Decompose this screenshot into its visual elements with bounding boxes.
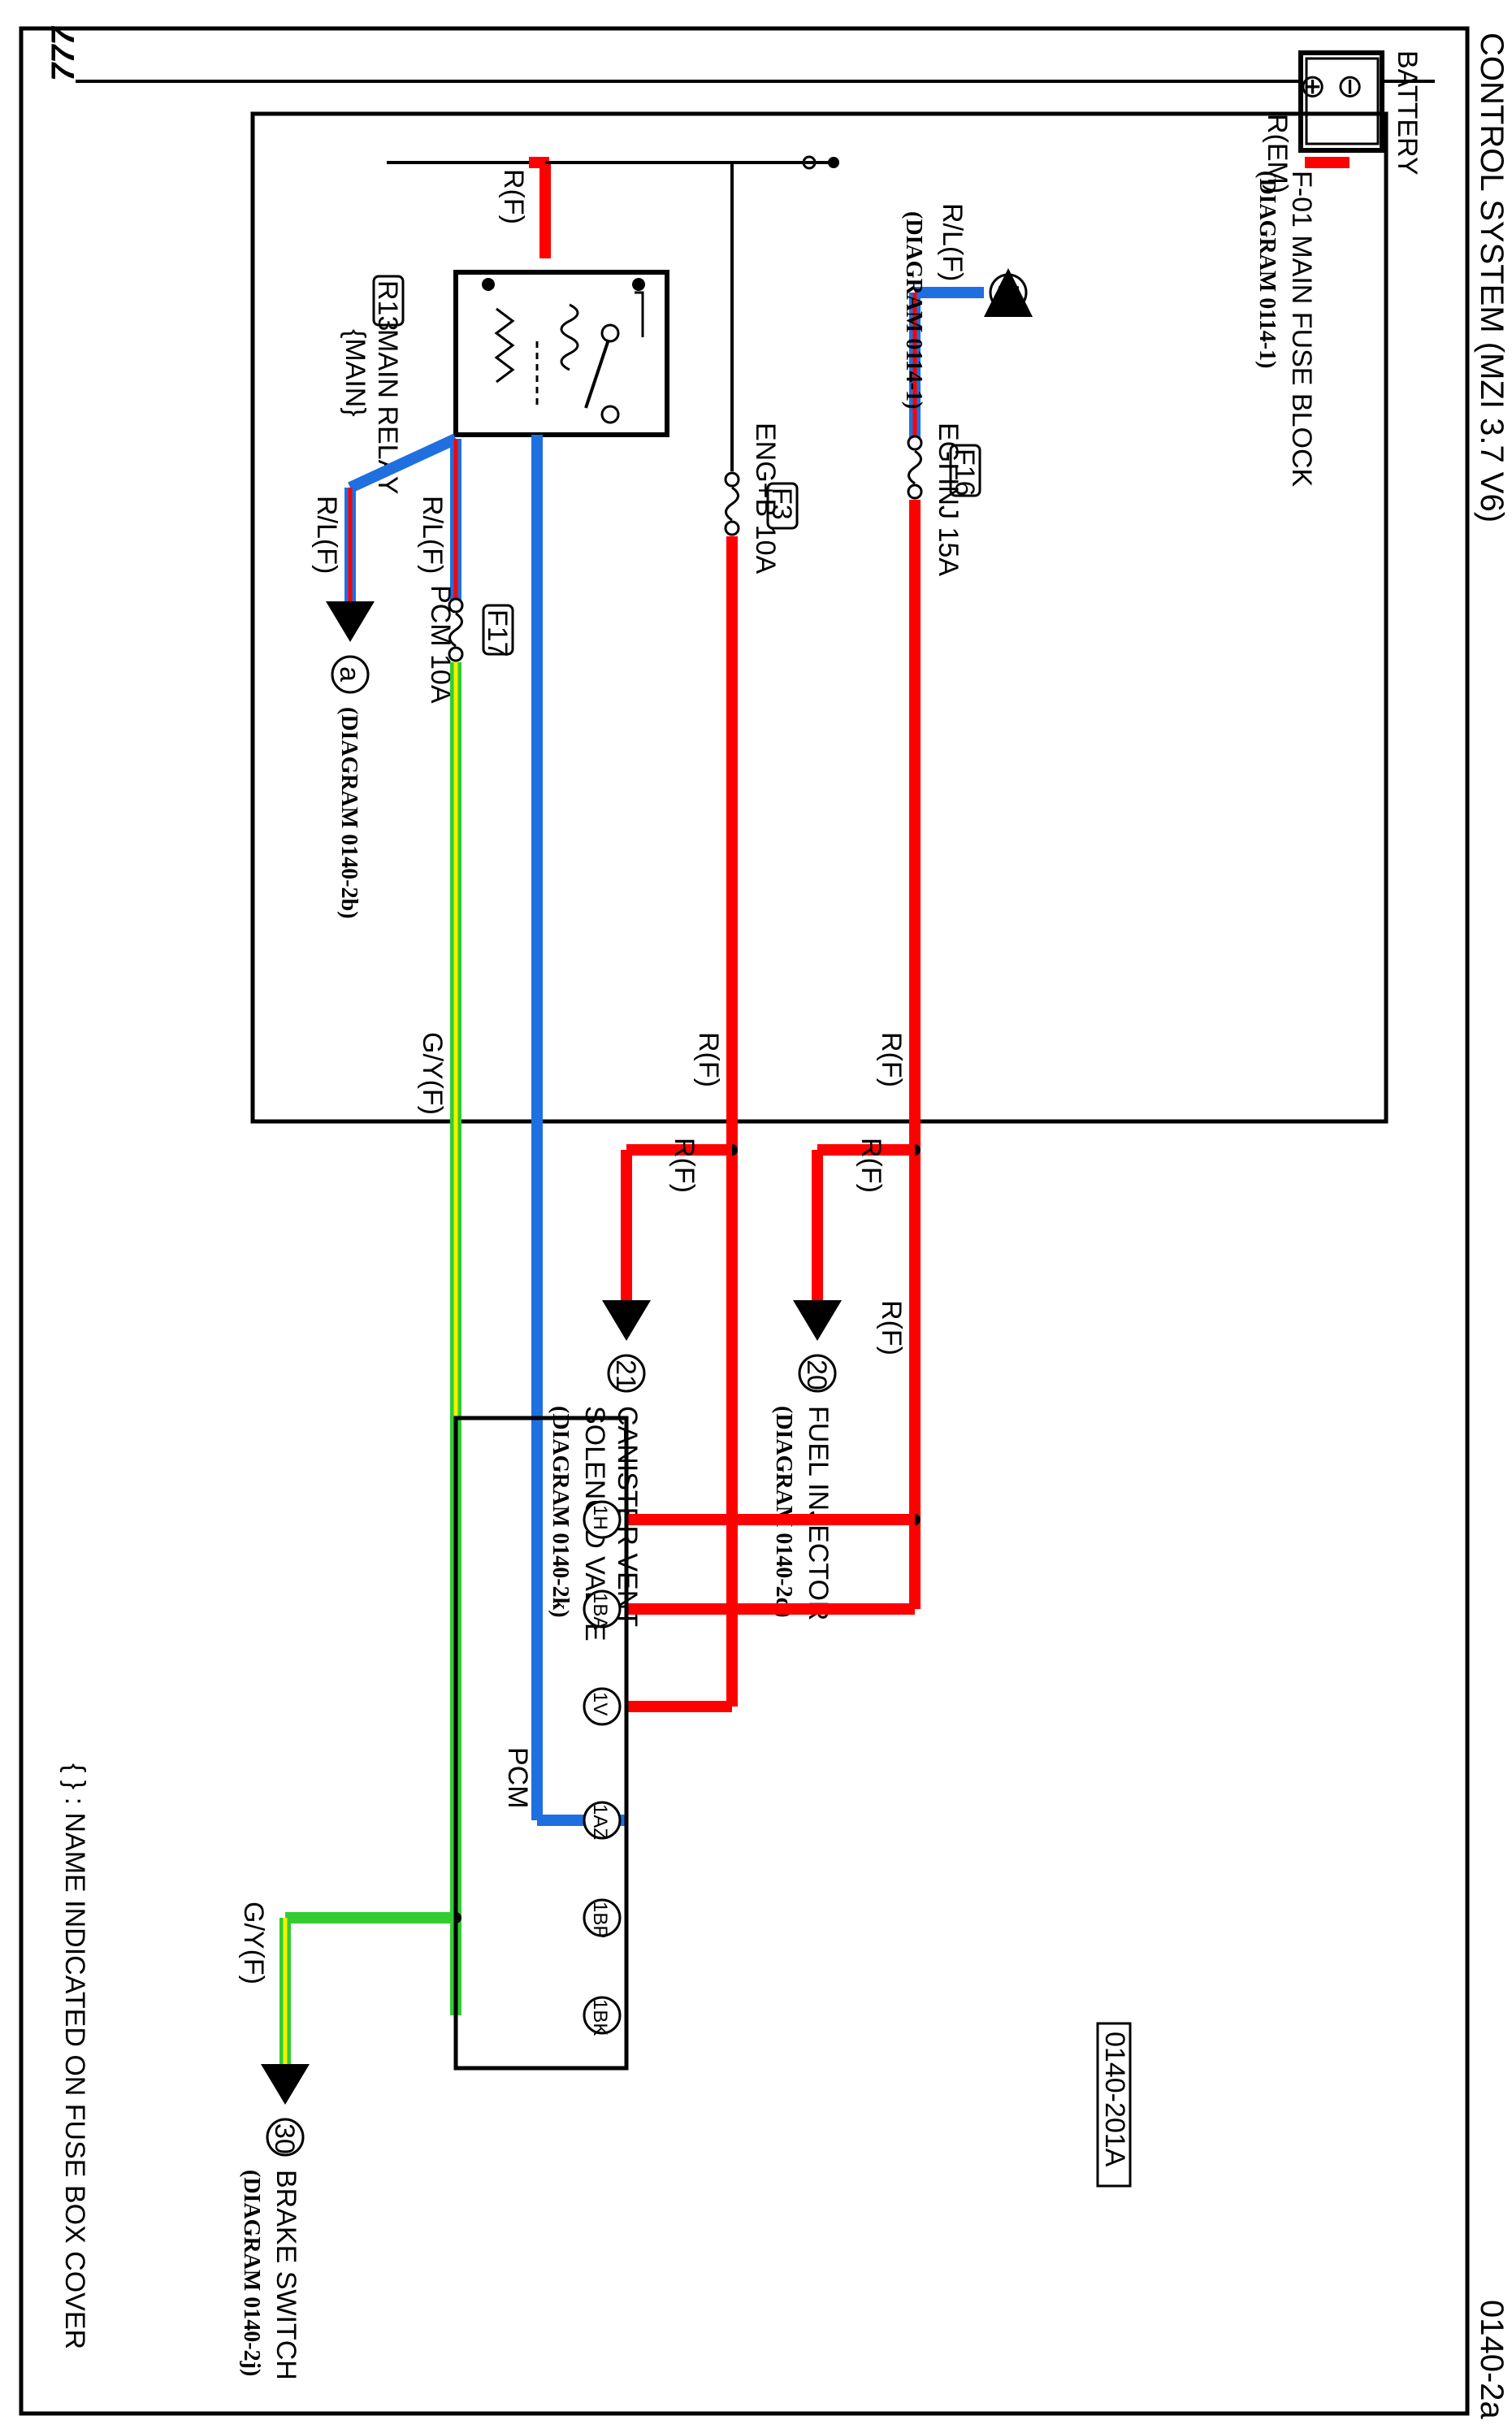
relay-alias: {MAIN}: [340, 329, 370, 417]
pcm-pin-1BA: 1BA: [583, 1589, 622, 1629]
svg-text:1H: 1H: [589, 1505, 611, 1530]
connector-a-ref: (DIAGRAM 0140-2b): [336, 707, 362, 919]
battery-wire-label: R(EM): [1262, 114, 1293, 193]
pcm-pin-1AZ: 1AZ: [583, 1801, 622, 1840]
connector-b-arrow-icon: [984, 268, 1033, 317]
connector-a-arrow-icon: [326, 601, 375, 642]
svg-text:1BP: 1BP: [589, 1902, 611, 1938]
dest-30-name: BRAKE SWITCH: [271, 2170, 301, 2380]
dest-30-num: 30: [269, 2123, 300, 2154]
f16-out-wire: R(F): [876, 1032, 907, 1087]
connector-a: a: [334, 666, 365, 682]
f16-down-wire: R(F): [876, 1300, 907, 1355]
battery: ⊖ ⊕ BATTERY: [1295, 50, 1423, 176]
pcm-pin-1BP: 1BP: [583, 1898, 622, 1938]
svg-text:1V: 1V: [589, 1692, 611, 1715]
pcm-pin-1BK: 1BK: [583, 1996, 622, 2036]
battery-plus-icon: ⊕: [1295, 73, 1331, 101]
diagram-id: 0140-2a: [1474, 2300, 1510, 2420]
fuse-block-name: F-01 MAIN FUSE BLOCK: [1286, 171, 1317, 488]
pcm-pin-1V: 1V: [583, 1687, 622, 1726]
connector-b-ref: (DIAGRAM 0114-1): [901, 211, 926, 409]
brake-branch-wire: G/Y(F): [238, 1902, 269, 1984]
pcm-box: [453, 1416, 629, 2071]
f17-feed-wire: R/L(F): [417, 496, 448, 574]
pcm-connector-code: 0140-201A: [1099, 2032, 1130, 2167]
f17-code: F17: [482, 609, 513, 657]
battery-label: BATTERY: [1392, 50, 1423, 176]
dest-30-ref: (DIAGRAM 0140-2j): [239, 2170, 264, 2376]
pcm-pin-1H: 1H: [583, 1500, 622, 1539]
f3-branch-wire: R(F): [669, 1138, 700, 1193]
dest-20-ref: (DIAGRAM 0140-2d): [771, 1406, 796, 1618]
pcm-label: PCM: [502, 1747, 533, 1809]
dest-21-ref: (DIAGRAM 0140-2k): [548, 1406, 573, 1618]
f16-feed-wire: R/L(F): [937, 203, 968, 281]
canister-arrow-icon: [602, 1300, 651, 1341]
main-fuse-block-box: [250, 111, 1389, 1124]
page-title: CONTROL SYSTEM (MZI 3.7 V6): [1474, 33, 1510, 523]
f3-out-wire: R(F): [693, 1032, 724, 1087]
svg-text:1AZ: 1AZ: [589, 1804, 611, 1840]
main-relay: [453, 270, 669, 437]
fuse-block-ref: (DIAGRAM 0114-1): [1254, 171, 1280, 368]
page-border: [19, 26, 1470, 2416]
f16-name: EGI INJ 15A: [933, 423, 964, 576]
brake-arrow-icon: [261, 2064, 310, 2105]
svg-text:1BK: 1BK: [589, 1999, 611, 2036]
main-wire-label: R(F): [498, 169, 529, 224]
battery-minus-icon: ⊖: [1332, 73, 1368, 101]
connector-a-wire: R/L(F): [311, 496, 342, 574]
ground-symbol: 777: [45, 26, 81, 81]
relay-code: R13: [372, 280, 403, 331]
injector-arrow-icon: [793, 1300, 842, 1341]
f17-out-wire: G/Y(F): [417, 1032, 448, 1115]
f3-code: F3: [766, 488, 797, 520]
f16-branch-wire: R(F): [856, 1138, 886, 1193]
dest-21-num: 21: [610, 1360, 641, 1390]
svg-text:1BA: 1BA: [589, 1593, 611, 1629]
f16-code: F16: [949, 449, 980, 497]
fuse-box-note: { } : NAME INDICATED ON FUSE BOX COVER: [59, 1763, 90, 2349]
f3-name: ENG+B 10A: [750, 423, 781, 574]
dest-20-num: 20: [801, 1360, 832, 1390]
dest-20-name: FUEL INJECTOR: [803, 1406, 834, 1620]
